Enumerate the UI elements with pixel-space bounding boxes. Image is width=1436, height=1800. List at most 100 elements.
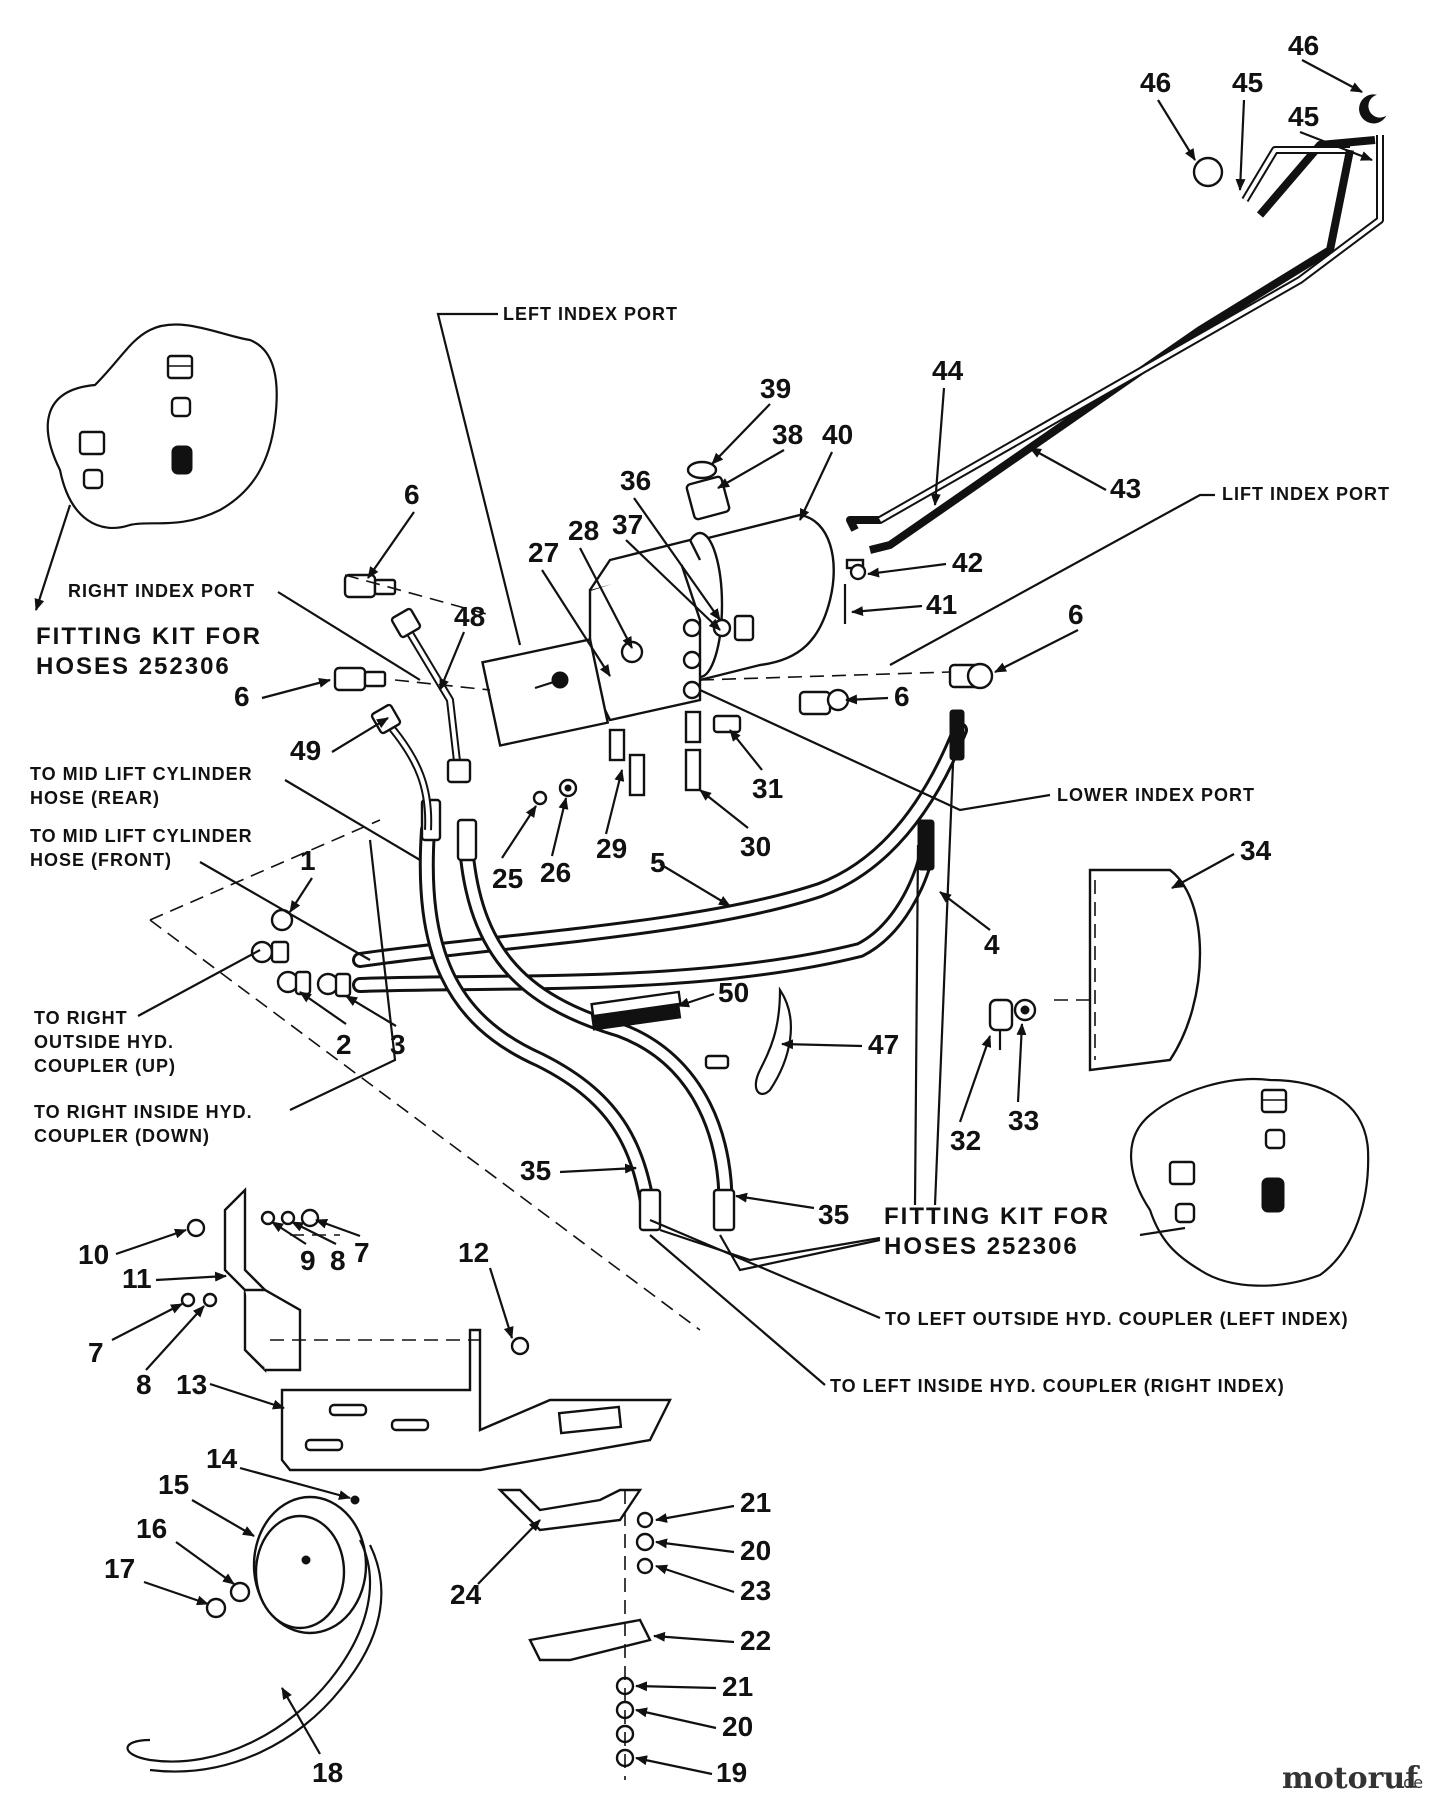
- fitting-kit-right-line2: HOSES 252306: [884, 1233, 1079, 1260]
- fitting-nipple-icon: [171, 445, 193, 475]
- part-number: 42: [952, 547, 983, 578]
- part-number: 17: [104, 1553, 135, 1584]
- left-inside-coupler-label: TO LEFT INSIDE HYD. COUPLER (RIGHT INDEX…: [830, 1376, 1285, 1396]
- fitting-ferrule-icon: [170, 396, 192, 418]
- part-number: 5: [650, 847, 666, 878]
- fitting-nut-icon: [166, 354, 194, 380]
- part-number: 6: [234, 681, 250, 712]
- small-parts: [250, 714, 1202, 1095]
- part-number: 31: [752, 773, 783, 804]
- right-outside-label-1: TO RIGHT: [34, 1008, 128, 1028]
- part-number: 45: [1232, 67, 1263, 98]
- part-number: 3: [390, 1029, 406, 1060]
- fitting-kit-inset-right: [1129, 1078, 1370, 1287]
- fitting-kit-right-line1: FITTING KIT FOR: [884, 1203, 1110, 1230]
- right-outside-label-2: OUTSIDE HYD.: [34, 1032, 174, 1052]
- part-number: 48: [454, 601, 485, 632]
- fitting-kit-left-line1: FITTING KIT FOR: [36, 623, 262, 650]
- part-number: 23: [740, 1575, 771, 1606]
- part-number: 20: [722, 1711, 753, 1742]
- hoses: [352, 709, 968, 1232]
- part-number: 6: [894, 681, 910, 712]
- right-index-port-label: RIGHT INDEX PORT: [68, 581, 255, 601]
- part-number: 28: [568, 515, 599, 546]
- lift-index-port-label: LIFT INDEX PORT: [1222, 484, 1390, 504]
- part-number: 1: [300, 845, 316, 876]
- fitting-kit-inset-left: [34, 323, 278, 611]
- part-numbers: 46 46 45 45 44 43 39 38 40 36 37 28 27 6…: [78, 30, 1319, 1788]
- part-number: 24: [450, 1579, 482, 1610]
- part-number: 10: [78, 1239, 109, 1270]
- part-number: 7: [354, 1237, 370, 1268]
- part-number: 49: [290, 735, 321, 766]
- part-number: 38: [772, 419, 803, 450]
- fitting-ferrule-icon: [1174, 1202, 1196, 1224]
- dashed-outlines: [149, 574, 1090, 1341]
- right-outside-label-3: COUPLER (UP): [34, 1056, 176, 1076]
- part-number: 21: [722, 1671, 753, 1702]
- leader-arrows: [111, 59, 1373, 1776]
- part-number: 45: [1288, 101, 1319, 132]
- watermark: motoruf .de: [1282, 1761, 1423, 1796]
- left-index-port-label: LEFT INDEX PORT: [503, 304, 678, 324]
- fitting-nut-icon: [78, 430, 106, 456]
- lower-index-port-label: LOWER INDEX PORT: [1057, 785, 1255, 805]
- fittings: [333, 573, 994, 831]
- fitting-nut-icon: [1168, 1160, 1196, 1186]
- part-number: 22: [740, 1625, 771, 1656]
- part-number: 2: [336, 1029, 352, 1060]
- part-number: 14: [206, 1443, 238, 1474]
- mid-lift-front-label-1: TO MID LIFT CYLINDER: [30, 826, 253, 846]
- part-number: 34: [1240, 835, 1272, 866]
- mid-lift-rear-label-1: TO MID LIFT CYLINDER: [30, 764, 253, 784]
- part-number: 13: [176, 1369, 207, 1400]
- part-number: 43: [1110, 473, 1141, 504]
- left-outside-coupler-label: TO LEFT OUTSIDE HYD. COUPLER (LEFT INDEX…: [885, 1309, 1349, 1329]
- part-number: 37: [612, 509, 643, 540]
- part-number: 50: [718, 977, 749, 1008]
- part-number: 20: [740, 1535, 771, 1566]
- part-number: 19: [716, 1757, 747, 1788]
- part-number: 8: [136, 1369, 152, 1400]
- watermark-brand: motoruf: [1282, 1761, 1420, 1796]
- lift-tubes: [846, 94, 1387, 554]
- fitting-kit-left-line2: HOSES 252306: [36, 653, 231, 680]
- part-number: 7: [88, 1337, 104, 1368]
- part-number: 4: [984, 929, 1000, 960]
- part-number: 11: [122, 1263, 152, 1294]
- mid-lift-rear-label-2: HOSE (REAR): [30, 788, 160, 808]
- part-number: 46: [1288, 30, 1319, 61]
- part-number: 26: [540, 857, 571, 888]
- part-number: 8: [330, 1245, 346, 1276]
- callout-labels: LEFT INDEX PORT LIFT INDEX PORT RIGHT IN…: [30, 304, 1390, 1396]
- pulley-assembly: [126, 1495, 383, 1773]
- part-number: 32: [950, 1125, 981, 1156]
- part-number: 6: [1068, 599, 1084, 630]
- fitting-kit-labels: FITTING KIT FOR HOSES 252306 FITTING KIT…: [36, 623, 1110, 1272]
- part-number: 9: [300, 1245, 316, 1276]
- mid-lift-front-label-2: HOSE (FRONT): [30, 850, 172, 870]
- fitting-nut-icon: [1260, 1088, 1288, 1114]
- part-number: 21: [740, 1487, 771, 1518]
- part-number: 39: [760, 373, 791, 404]
- part-number: 47: [868, 1029, 899, 1060]
- hydraulic-motor-assembly: [481, 460, 867, 797]
- part-number: 6: [404, 479, 420, 510]
- part-number: 30: [740, 831, 771, 862]
- ball-knob-icon: [1359, 94, 1387, 124]
- ball-knob-icon: [1192, 156, 1224, 188]
- part-number: 33: [1008, 1105, 1039, 1136]
- part-number: 29: [596, 833, 627, 864]
- part-number: 12: [458, 1237, 489, 1268]
- part-number: 18: [312, 1757, 343, 1788]
- part-number: 16: [136, 1513, 167, 1544]
- part-number: 40: [822, 419, 853, 450]
- part-number: 35: [520, 1155, 551, 1186]
- fitting-ferrule-icon: [1264, 1128, 1286, 1150]
- fitting-ferrule-icon: [82, 468, 104, 490]
- fitting-nipple-icon: [1261, 1177, 1285, 1213]
- part-number: 46: [1140, 67, 1171, 98]
- part-number: 36: [620, 465, 651, 496]
- part-number: 44: [932, 355, 964, 386]
